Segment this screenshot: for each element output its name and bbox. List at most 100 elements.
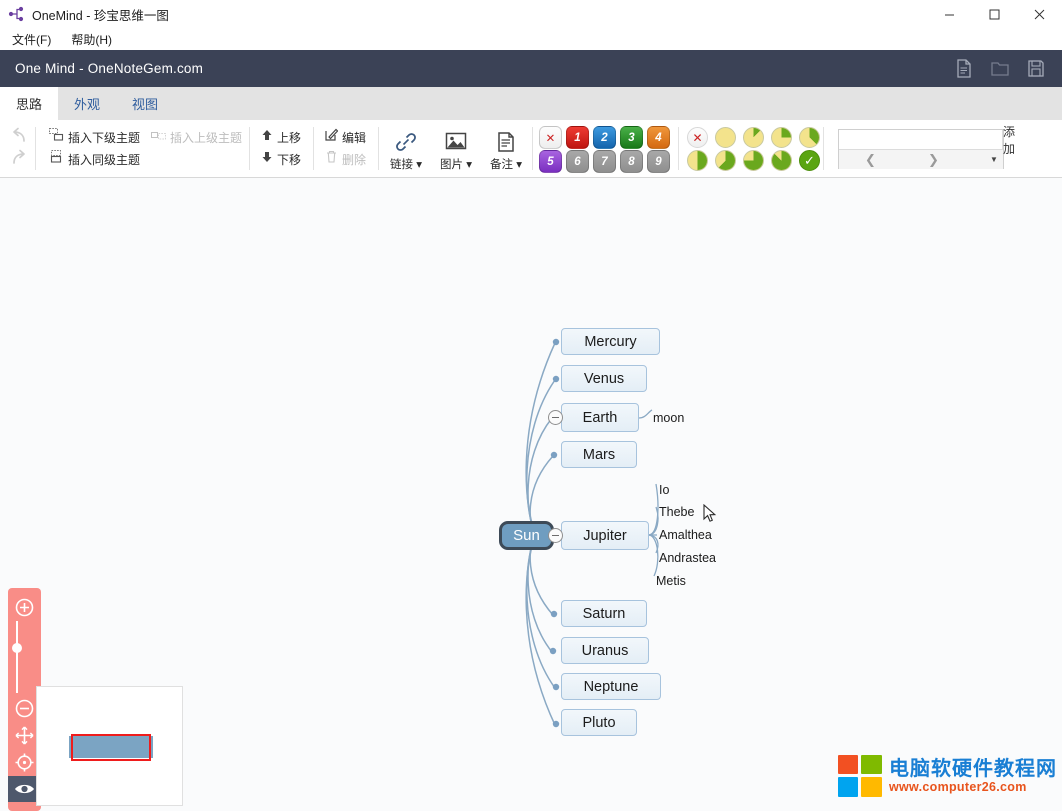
header-icon-group <box>954 58 1046 79</box>
close-button[interactable] <box>1017 0 1062 28</box>
tab-思路[interactable]: 思路 <box>0 87 59 120</box>
priority-5[interactable]: 5 <box>539 150 562 173</box>
priority-4[interactable]: 4 <box>647 126 670 149</box>
minimap[interactable] <box>36 686 183 806</box>
chevron-right-icon[interactable]: ❯ <box>928 151 939 167</box>
redo-button[interactable] <box>6 147 32 169</box>
move-up-label: 上移 <box>277 130 302 145</box>
zoom-out-icon[interactable] <box>8 695 41 721</box>
image-label: 图片 ▾ <box>440 159 472 171</box>
fit-center-icon[interactable] <box>8 749 41 775</box>
zoom-slider-thumb[interactable] <box>12 643 22 653</box>
save-icon[interactable] <box>1026 58 1046 79</box>
insert-child-topic-label: 插入下级主题 <box>68 130 141 145</box>
note-label: 备注 ▾ <box>490 159 522 171</box>
node-earth[interactable]: Earth <box>561 403 639 432</box>
progress-none[interactable]: ✕ <box>687 127 708 148</box>
leaf-moon[interactable]: moon <box>653 411 685 425</box>
tab-外观[interactable]: 外观 <box>74 97 101 112</box>
minimap-viewport-rect[interactable] <box>71 734 151 761</box>
edit-button[interactable]: 编辑 <box>322 126 369 148</box>
priority-2[interactable]: 2 <box>593 126 616 149</box>
note-button[interactable]: 备注 ▾ <box>480 129 532 173</box>
node-mercury[interactable]: Mercury <box>561 328 660 355</box>
priority-3[interactable]: 3 <box>620 126 643 149</box>
move-down-button[interactable]: 下移 <box>258 148 304 170</box>
mouse-cursor <box>703 503 717 524</box>
delete-label: 删除 <box>342 152 367 167</box>
progress-25[interactable] <box>771 127 792 148</box>
node-neptune[interactable]: Neptune <box>561 673 661 700</box>
node-uranus[interactable]: Uranus <box>561 637 649 664</box>
title-bar: OneMind - 珍宝思维一图 <box>0 0 1062 28</box>
search-input[interactable] <box>839 130 1002 149</box>
eye-visibility-icon[interactable] <box>8 776 41 802</box>
progress-100[interactable]: ✓ <box>799 150 820 171</box>
undo-button[interactable] <box>6 125 32 147</box>
ribbon-separator <box>678 127 679 170</box>
leaf-andrastea[interactable]: Andrastea <box>659 551 716 565</box>
ribbon-separator <box>35 127 36 170</box>
priority-6[interactable]: 6 <box>566 150 589 173</box>
node-sun-root[interactable]: Sun <box>499 521 554 550</box>
zoom-in-icon[interactable] <box>8 594 41 620</box>
link-button[interactable]: 链接 ▾ <box>380 129 432 173</box>
progress-50[interactable] <box>687 150 708 171</box>
collapse-toggle-earth[interactable] <box>548 410 563 425</box>
progress-62[interactable] <box>715 150 736 171</box>
chevron-down-icon[interactable]: ▼ <box>985 155 1003 164</box>
ribbon-separator <box>249 127 250 170</box>
zoom-slider-track[interactable] <box>16 621 18 693</box>
node-venus[interactable]: Venus <box>561 365 647 392</box>
collapse-toggle-jupiter[interactable] <box>548 528 563 543</box>
arrow-down-icon <box>261 150 273 168</box>
link-icon <box>380 129 432 155</box>
menu-file[interactable]: 文件(F) <box>12 32 52 47</box>
add-button[interactable]: 添加 <box>1002 124 1016 156</box>
insert-parent-topic-button[interactable]: 插入上级主题 <box>148 126 245 148</box>
new-document-icon[interactable] <box>954 58 974 79</box>
priority-9[interactable]: 9 <box>647 150 670 173</box>
open-folder-icon[interactable] <box>990 58 1010 79</box>
progress-12[interactable] <box>743 127 764 148</box>
node-saturn[interactable]: Saturn <box>561 600 647 627</box>
priority-none[interactable]: ✕ <box>539 126 562 149</box>
leaf-amalthea[interactable]: Amalthea <box>659 528 712 542</box>
link-label: 链接 ▾ <box>390 159 422 171</box>
tab-视图[interactable]: 视图 <box>132 97 159 112</box>
progress-87[interactable] <box>771 150 792 171</box>
search-nav-row: ❮ ❯ ▼ <box>839 150 1003 169</box>
node-jupiter[interactable]: Jupiter <box>561 521 649 550</box>
progress-0[interactable] <box>715 127 736 148</box>
leaf-io[interactable]: Io <box>659 483 670 497</box>
node-pluto[interactable]: Pluto <box>561 709 637 736</box>
watermark-cn: 电脑软硬件教程网 <box>889 758 1057 780</box>
chevron-left-icon[interactable]: ❮ <box>865 151 876 167</box>
insert-parent-topic-icon <box>151 128 166 146</box>
insert-child-topic-button[interactable]: 插入下级主题 <box>46 126 143 148</box>
menu-help[interactable]: 帮助(H) <box>71 32 112 47</box>
leaf-thebe[interactable]: Thebe <box>659 505 695 519</box>
ribbon-separator <box>378 127 379 170</box>
image-button[interactable]: 图片 ▾ <box>430 129 482 173</box>
priority-7[interactable]: 7 <box>593 150 616 173</box>
move-down-label: 下移 <box>277 152 302 167</box>
ribbon-tabs: 思路外观 视图 <box>0 87 1062 120</box>
node-mars[interactable]: Mars <box>561 441 637 468</box>
delete-button[interactable]: 删除 <box>322 148 369 170</box>
progress-37[interactable] <box>799 127 820 148</box>
window-title: OneMind - 珍宝思维一图 <box>32 8 169 23</box>
pan-move-icon[interactable] <box>8 722 41 748</box>
priority-8[interactable]: 8 <box>620 150 643 173</box>
move-up-button[interactable]: 上移 <box>258 126 304 148</box>
leaf-metis[interactable]: Metis <box>656 574 686 588</box>
ribbon-separator <box>313 127 314 170</box>
insert-sibling-topic-label: 插入同级主题 <box>68 152 141 167</box>
progress-75[interactable] <box>743 150 764 171</box>
minimize-button[interactable] <box>927 0 972 28</box>
minimap-content <box>69 736 153 758</box>
priority-1[interactable]: 1 <box>566 126 589 149</box>
maximize-button[interactable] <box>972 0 1017 28</box>
insert-sibling-topic-button[interactable]: 插入同级主题 <box>46 148 143 170</box>
marker-search-box: 添加 ❮ ❯ ▼ <box>838 125 1015 169</box>
